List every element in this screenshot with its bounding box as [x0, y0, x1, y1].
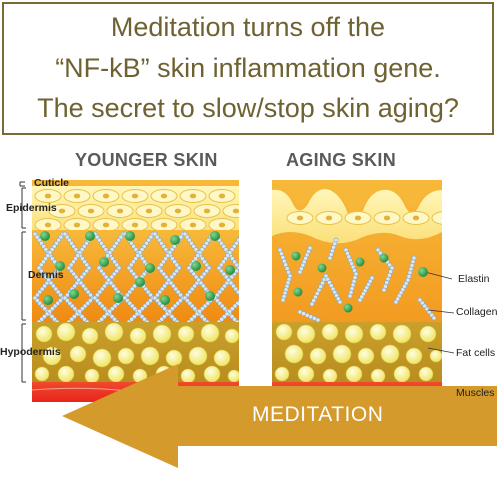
hypodermis-label: Hypodermis	[0, 346, 61, 358]
young-fiber-network	[32, 231, 239, 325]
aging-epidermis-layer	[272, 189, 442, 244]
aging-skin-heading: AGING SKIN	[286, 150, 397, 170]
cuticle-label: Cuticle	[34, 177, 70, 189]
younger-skin-heading: YOUNGER SKIN	[75, 150, 218, 170]
fat-cells-label: Fat cells	[456, 347, 496, 359]
epidermis-cells	[34, 189, 239, 232]
meditation-label: MEDITATION	[252, 403, 384, 426]
epidermis-label: Epidermis	[6, 202, 57, 214]
cuticle-layer	[32, 180, 239, 186]
dermis-label: Dermis	[28, 269, 64, 281]
title-line-3: The secret to slow/stop skin aging?	[37, 93, 459, 123]
title-line-1: Meditation turns off the	[110, 12, 386, 42]
layer-brackets	[19, 181, 26, 383]
aging-fiber-network	[277, 237, 437, 323]
meditation-arrow	[62, 364, 497, 468]
younger-skin-section	[32, 180, 239, 402]
muscles-label: Muscles	[456, 387, 495, 399]
elastin-label: Elastin	[458, 273, 490, 285]
aging-epidermis-cells	[286, 211, 442, 225]
title-box: Meditation turns off the “NF-kB” skin in…	[2, 2, 494, 135]
elastin-marker	[418, 267, 428, 277]
aging-fat-cells	[274, 323, 442, 384]
collagen-label: Collagen	[456, 306, 498, 318]
aging-skin-section	[272, 180, 442, 402]
aging-cuticle-layer	[272, 180, 442, 216]
title-line-2: “NF-kB” skin inflammation gene.	[55, 53, 441, 83]
